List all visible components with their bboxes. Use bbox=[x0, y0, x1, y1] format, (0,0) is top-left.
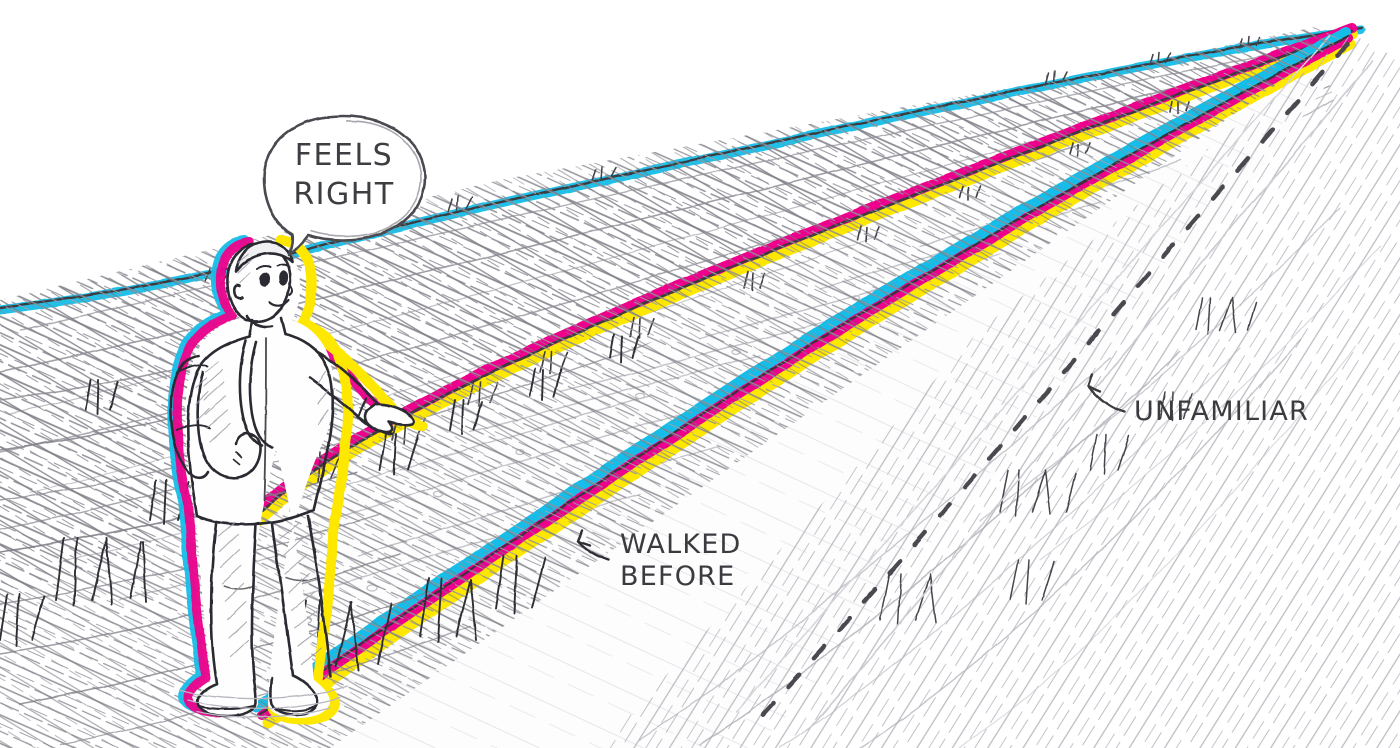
hiker-strap-front-2 bbox=[248, 340, 274, 450]
hiker-brow-right bbox=[276, 263, 290, 268]
hiker-eye-right bbox=[278, 270, 288, 286]
speech-bubble-sketch-pass bbox=[310, 120, 422, 237]
hiker-boot-left-sole bbox=[199, 705, 255, 710]
unfamiliar-label-text: UNFAMILIAR bbox=[1134, 396, 1309, 427]
hiker-fingers-left bbox=[233, 451, 243, 466]
hiker-hand-pointing bbox=[363, 402, 416, 434]
unfamiliar-faint-edge-2 bbox=[735, 35, 1331, 713]
unfamiliar-dashed-line bbox=[757, 41, 1351, 721]
hiker-leg-left-inner bbox=[250, 522, 258, 682]
hiker-ear bbox=[232, 284, 244, 301]
hiker-boot-right-sole bbox=[274, 705, 317, 712]
hiker-torso-left bbox=[186, 334, 252, 518]
walked-before-arrow-head bbox=[576, 528, 592, 547]
feels-right-speech-bubble: FEELS RIGHT bbox=[262, 114, 427, 257]
hiker-nose bbox=[288, 283, 294, 296]
speech-bubble-line-2: RIGHT bbox=[293, 177, 394, 212]
walked-before-label: WALKED BEFORE bbox=[576, 528, 742, 592]
walked-before-line-2: BEFORE bbox=[620, 561, 735, 592]
hiker bbox=[167, 235, 428, 725]
walked-before-arrow-shaft bbox=[576, 539, 610, 562]
hiker-strap-front bbox=[238, 338, 264, 448]
hiker-eye-left bbox=[259, 272, 270, 287]
hiker-leg-left-outer bbox=[209, 522, 219, 686]
unfamiliar-arrow-head bbox=[1086, 372, 1102, 393]
right-meadow-strokes bbox=[639, 207, 1381, 748]
hiker-torso-right bbox=[283, 332, 334, 512]
hiker-leg-right-outer bbox=[306, 514, 333, 678]
hiker-backpack-lid bbox=[177, 364, 209, 373]
hiker-cuff bbox=[357, 397, 367, 419]
hiker-jacket-seam bbox=[263, 337, 267, 501]
hiker-leg-right-inner bbox=[270, 522, 295, 678]
walked-before-line-1: WALKED bbox=[620, 529, 742, 560]
hiker-neck bbox=[248, 316, 287, 338]
hiker-shading bbox=[195, 253, 329, 665]
hiker-brow-left bbox=[256, 264, 271, 270]
hiker-ground-shadow bbox=[179, 685, 349, 719]
hiker-arm-left bbox=[196, 370, 240, 480]
hiker-hand-left bbox=[234, 432, 262, 480]
hiker-jaw bbox=[245, 314, 274, 328]
hiker-hair bbox=[234, 240, 294, 274]
speech-bubble-line-1: FEELS bbox=[295, 138, 393, 173]
unfamiliar-label: UNFAMILIAR bbox=[1086, 372, 1309, 427]
unfamiliar-faint-edge bbox=[807, 61, 1373, 731]
speech-bubble-shape bbox=[262, 114, 427, 257]
right-meadow-grass-tufts bbox=[879, 297, 1257, 625]
unfamiliar-trail bbox=[735, 35, 1373, 731]
hiker-ink-outline bbox=[169, 240, 416, 718]
unfamiliar-arrow-shaft bbox=[1086, 384, 1126, 414]
hiker-jacket-hem bbox=[195, 508, 316, 526]
hiker-mouth bbox=[268, 298, 291, 307]
hiker-body-fill bbox=[185, 248, 334, 718]
